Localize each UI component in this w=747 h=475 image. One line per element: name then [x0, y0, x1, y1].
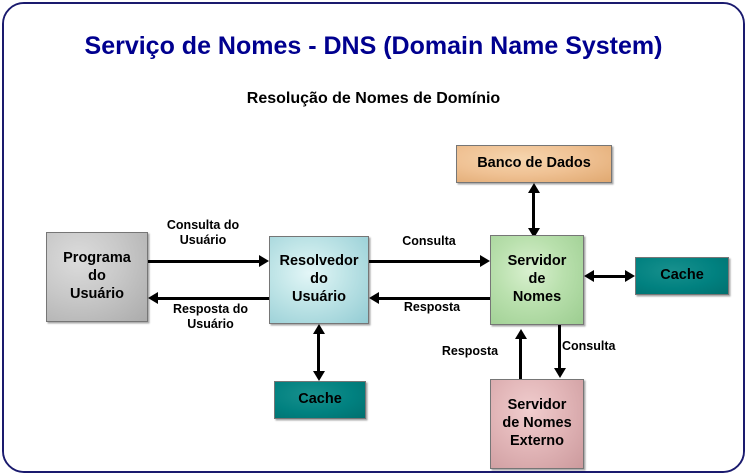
- edge-arrowhead-consulta-usuario: [259, 255, 269, 267]
- node-cache-resolvedor[interactable]: Cache: [274, 381, 366, 419]
- node-cache-servidor[interactable]: Cache: [635, 257, 729, 295]
- edge-label-consulta-usuario: Consulta do Usuário: [166, 218, 240, 247]
- edge-arrowhead-banco-up: [528, 183, 540, 193]
- edge-line-resposta: [379, 297, 490, 300]
- edge-arrowhead-resposta-usuario: [148, 292, 158, 304]
- edge-line-resposta-usuario: [158, 297, 269, 300]
- node-banco-label: Banco de Dados: [477, 155, 591, 172]
- edge-arrowhead-cache-right-right: [625, 270, 635, 282]
- node-resolvedor-do-usuario[interactable]: Resolvedor do Usuário: [269, 236, 369, 324]
- edge-line-consulta: [369, 260, 480, 263]
- edge-line-consulta-usuario: [148, 260, 259, 263]
- node-programa-label: Programa do Usuário: [63, 250, 131, 302]
- node-programa-do-usuario[interactable]: Programa do Usuário: [46, 232, 148, 322]
- edge-line-cache-right: [592, 275, 628, 278]
- page-title: Serviço de Nomes - DNS (Domain Name Syst…: [84, 32, 663, 60]
- node-servidor-de-nomes[interactable]: Servidor de Nomes: [490, 235, 584, 325]
- node-cache-servidor-label: Cache: [660, 267, 704, 284]
- edge-label-consulta-externo: Consulta: [562, 339, 616, 353]
- edge-label-resposta-usuario: Resposta do Usuário: [172, 302, 248, 331]
- edge-line-resposta-externo: [519, 337, 522, 379]
- node-resolvedor-label: Resolvedor do Usuário: [279, 253, 359, 305]
- edge-arrowhead-resposta: [369, 292, 379, 304]
- node-externo-label: Servidor de Nomes Externo: [502, 397, 572, 449]
- edge-arrowhead-cache-bottom-up: [313, 324, 325, 334]
- edge-label-resposta: Resposta: [403, 300, 461, 314]
- edge-label-consulta: Consulta: [402, 234, 456, 248]
- edge-arrowhead-cache-bottom-down: [313, 371, 325, 381]
- page-subtitle: Resolução de Nomes de Domínio: [246, 90, 501, 107]
- edge-label-resposta-externo: Resposta: [441, 344, 499, 358]
- node-banco-de-dados[interactable]: Banco de Dados: [456, 145, 612, 183]
- edge-arrowhead-consulta: [480, 255, 490, 267]
- node-servidor-de-nomes-externo[interactable]: Servidor de Nomes Externo: [490, 379, 584, 469]
- edge-line-banco: [532, 190, 535, 232]
- edge-line-consulta-externo: [558, 325, 561, 369]
- node-cache-resolvedor-label: Cache: [298, 391, 342, 408]
- edge-arrowhead-consulta-externo: [554, 368, 566, 378]
- edge-arrowhead-banco-down: [528, 228, 540, 238]
- node-servidor-label: Servidor de Nomes: [507, 253, 567, 305]
- edge-arrowhead-resposta-externo: [515, 329, 527, 339]
- edge-arrowhead-cache-right-left: [584, 270, 594, 282]
- edge-line-cache-bottom: [317, 331, 320, 375]
